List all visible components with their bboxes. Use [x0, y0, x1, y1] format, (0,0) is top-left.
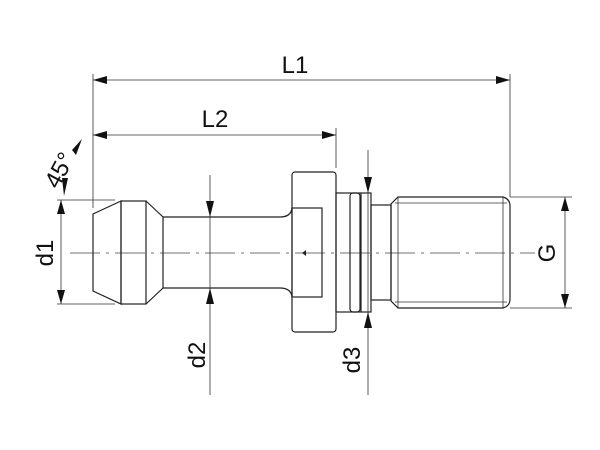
dimension-angle: 45°	[39, 139, 82, 196]
stud-thread	[390, 196, 511, 309]
stud-head	[92, 200, 164, 305]
label-d1: d1	[32, 240, 59, 267]
label-l1: L1	[282, 52, 309, 79]
label-g: G	[534, 244, 561, 263]
stud-shaft	[163, 207, 293, 298]
dimension-l1: L1	[92, 52, 572, 208]
label-d2: d2	[184, 342, 211, 369]
stud-collar	[335, 192, 372, 313]
label-angle: 45°	[39, 148, 80, 193]
dimension-d2: d2	[184, 175, 214, 395]
label-l2: L2	[202, 106, 229, 133]
label-d3: d3	[339, 347, 366, 374]
stud-neck	[370, 204, 392, 301]
dimension-d3: d3	[339, 150, 372, 395]
dimension-d1: d1	[32, 199, 115, 305]
dimension-l2: L2	[93, 106, 337, 168]
dimension-g: G	[510, 197, 572, 309]
stud-flange	[291, 171, 337, 333]
